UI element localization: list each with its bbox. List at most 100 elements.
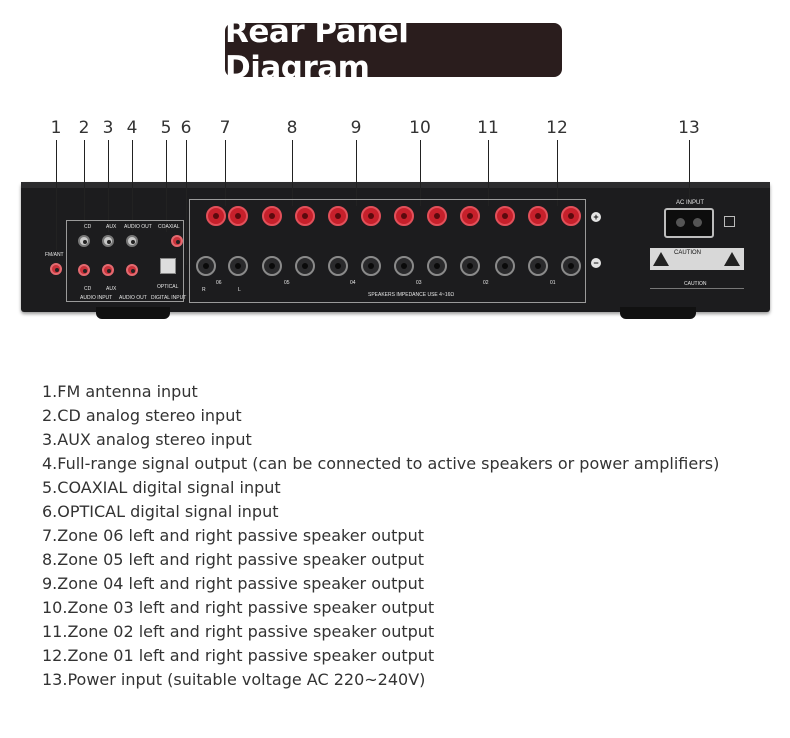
aux-left-jack[interactable] [102, 235, 114, 247]
panel-foot-right [620, 307, 696, 319]
aux-label-top: AUX [106, 224, 117, 230]
callout-12: 12 [546, 118, 568, 138]
cd-label-bottom: CD [84, 286, 92, 292]
page-title: Rear Panel Diagram [225, 14, 409, 86]
zone-01-right-negative-terminal[interactable] [528, 256, 548, 276]
plus-sign-icon: + [591, 212, 601, 222]
zone-04-right-positive-terminal[interactable] [328, 206, 348, 226]
caution-fine-print [650, 288, 744, 301]
zone-02-label: 02 [483, 280, 489, 286]
zone-05-right-negative-terminal[interactable] [262, 256, 282, 276]
coaxial-jack[interactable] [171, 235, 183, 247]
optical-port[interactable] [160, 258, 176, 274]
cd-right-jack[interactable] [78, 264, 90, 276]
audio-out-label-top: AUDIO OUT [124, 224, 152, 230]
port-description-list: 1.FM antenna input 2.CD analog stereo in… [42, 380, 719, 692]
zone-03-right-negative-terminal[interactable] [394, 256, 414, 276]
callout-10: 10 [409, 118, 431, 138]
zone-05-left-negative-terminal[interactable] [295, 256, 315, 276]
coaxial-label: COAXIAL [158, 224, 180, 230]
leader-line-13 [689, 140, 690, 206]
digital-input-label: DIGITAL INPUT [151, 295, 187, 301]
description-item: 7.Zone 06 left and right passive speaker… [42, 526, 424, 545]
title-banner: Rear Panel Diagram [225, 14, 562, 86]
zone-03-left-negative-terminal[interactable] [427, 256, 447, 276]
leader-line-1 [56, 140, 57, 250]
description-item: 2.CD analog stereo input [42, 406, 242, 425]
leader-line-10 [420, 140, 421, 206]
description-item: 9.Zone 04 left and right passive speaker… [42, 574, 424, 593]
warning-triangle-icon [653, 252, 669, 266]
callout-6: 6 [180, 118, 192, 138]
zone-04-left-positive-terminal[interactable] [361, 206, 381, 226]
leader-line-8 [292, 140, 293, 206]
leader-line-4 [132, 140, 133, 232]
callout-4: 4 [126, 118, 138, 138]
zone-06-left-positive-terminal[interactable] [228, 206, 248, 226]
callout-9: 9 [350, 118, 362, 138]
zone-06-label: 06 [216, 280, 222, 286]
zone-05-left-positive-terminal[interactable] [295, 206, 315, 226]
description-item: 6.OPTICAL digital signal input [42, 502, 279, 521]
zone-06-right-positive-terminal[interactable] [206, 206, 226, 226]
leader-line-11 [488, 140, 489, 206]
zone-01-left-negative-terminal[interactable] [561, 256, 581, 276]
cd-left-jack[interactable] [78, 235, 90, 247]
aux-right-jack[interactable] [102, 264, 114, 276]
caution-label-bottom: CAUTION [684, 281, 707, 287]
zone-06-right-negative-terminal[interactable] [196, 256, 216, 276]
zone-04-label: 04 [350, 280, 356, 286]
panel-top-edge [21, 182, 770, 188]
description-item: 10.Zone 03 left and right passive speake… [42, 598, 435, 617]
cd-label-top: CD [84, 224, 92, 230]
zone-01-label: 01 [550, 280, 556, 286]
zone-03-label: 03 [416, 280, 422, 286]
optical-label: OPTICAL [157, 284, 179, 290]
callout-3: 3 [102, 118, 114, 138]
zone-03-right-positive-terminal[interactable] [394, 206, 414, 226]
zone-06-left-negative-terminal[interactable] [228, 256, 248, 276]
zone-02-left-positive-terminal[interactable] [495, 206, 515, 226]
description-item: 4.Full-range signal output (can be conne… [42, 454, 720, 473]
zone-05-right-positive-terminal[interactable] [262, 206, 282, 226]
description-item: 5.COAXIAL digital signal input [42, 478, 281, 497]
leader-line-5 [166, 140, 167, 232]
leader-line-6 [186, 140, 187, 265]
zone-03-left-positive-terminal[interactable] [427, 206, 447, 226]
zone-04-left-negative-terminal[interactable] [361, 256, 381, 276]
leader-line-3 [108, 140, 109, 232]
callout-1: 1 [50, 118, 62, 138]
zone-06-l-label: L [238, 287, 241, 293]
ac-power-socket[interactable] [664, 208, 714, 238]
callout-11: 11 [477, 118, 499, 138]
fm-antenna-jack[interactable] [50, 263, 62, 275]
zone-04-right-negative-terminal[interactable] [328, 256, 348, 276]
callout-7: 7 [219, 118, 231, 138]
zone-02-left-negative-terminal[interactable] [495, 256, 515, 276]
leader-line-9 [356, 140, 357, 206]
audio-out-label-bottom: AUDIO OUT [119, 295, 147, 301]
audio-out-left-jack[interactable] [126, 235, 138, 247]
description-item: 1.FM antenna input [42, 382, 198, 401]
audio-out-right-jack[interactable] [126, 264, 138, 276]
description-item: 8.Zone 05 left and right passive speaker… [42, 550, 424, 569]
leader-line-7 [225, 140, 226, 206]
ground-symbol-icon [724, 216, 735, 227]
amplifier-rear-panel [21, 182, 770, 312]
speaker-output-box [189, 199, 586, 303]
zone-01-left-positive-terminal[interactable] [561, 206, 581, 226]
speakers-impedance-label: SPEAKERS IMPEDANCE USE 4~16Ω [368, 292, 455, 298]
callout-8: 8 [286, 118, 298, 138]
description-item: 12.Zone 01 left and right passive speake… [42, 646, 435, 665]
callout-13: 13 [678, 118, 700, 138]
zone-02-right-negative-terminal[interactable] [460, 256, 480, 276]
shock-warning-icon [724, 252, 740, 266]
ac-input-label: AC INPUT [676, 200, 705, 206]
zone-05-label: 05 [284, 280, 290, 286]
audio-input-label: AUDIO INPUT [80, 295, 113, 301]
description-item: 13.Power input (suitable voltage AC 220~… [42, 670, 426, 689]
zone-01-right-positive-terminal[interactable] [528, 206, 548, 226]
zone-02-right-positive-terminal[interactable] [460, 206, 480, 226]
leader-line-12 [557, 140, 558, 206]
callout-5: 5 [160, 118, 172, 138]
